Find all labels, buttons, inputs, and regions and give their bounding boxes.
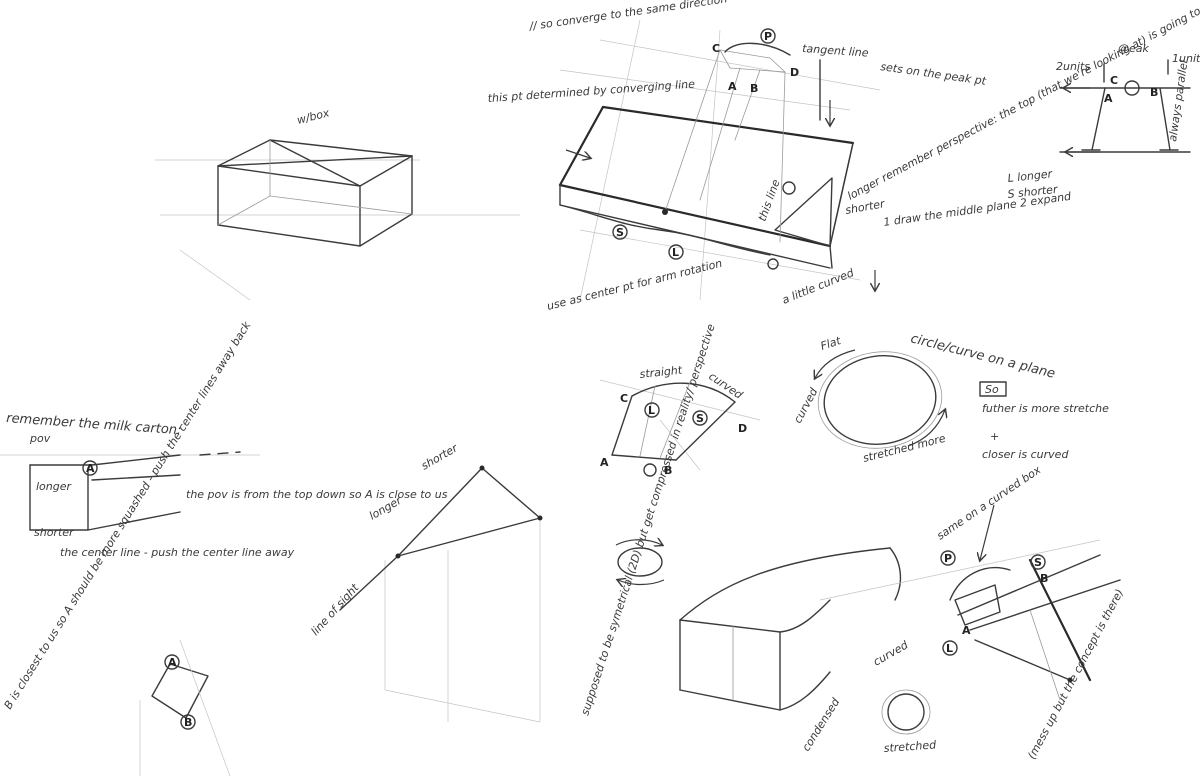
- note-steps: 1 draw the middle plane 2 expand: [883, 190, 1073, 229]
- note-center-line: the center line - push the center line a…: [60, 546, 295, 559]
- note-converge: // so converge to the same direction: [528, 0, 729, 33]
- box-mark-b: B: [1040, 572, 1048, 585]
- mark-s: S: [616, 226, 624, 239]
- label-flat: Flat: [819, 334, 843, 353]
- note-further: futher is more stretche: [982, 402, 1109, 415]
- label-straight: straight: [639, 364, 683, 381]
- note-symmetrical: supposed to be symetrical (2D) but get c…: [578, 322, 717, 717]
- sketch-symmetric: supposed to be symetrical (2D) but get c…: [578, 322, 717, 717]
- sketch-units: 2units 1unit @eak always parallel C A B: [1056, 42, 1200, 152]
- label-shorter-los: shorter: [419, 441, 461, 473]
- label-longer-carton: longer: [36, 480, 73, 493]
- box-mark-a: A: [962, 624, 971, 637]
- label-two-units: 2units: [1056, 60, 1090, 73]
- unit-mark-c: C: [1110, 74, 1118, 87]
- label-curved-segment: curved: [706, 370, 745, 402]
- box-mark-p: P: [944, 552, 952, 565]
- label-pov: pov: [29, 432, 51, 445]
- label-peak: @eak: [1118, 42, 1150, 55]
- label-condensed: condensed: [800, 695, 843, 754]
- note-a-little-curved: a little curved: [780, 266, 856, 307]
- sketch-curved-box: P S B A L same on a curved box curved co…: [679, 463, 1126, 762]
- label-curved-side: curved: [791, 385, 821, 425]
- note-pov-top-down: the pov is from the top down so A is clo…: [186, 488, 448, 501]
- note-b-closest: B is closest to us so A should be more s…: [2, 319, 254, 712]
- mark-d: D: [790, 66, 799, 79]
- seg-mark-l: L: [648, 404, 655, 417]
- note-closer: closer is curved: [982, 448, 1069, 461]
- legend-longer: L longer: [1007, 167, 1054, 185]
- seg-mark-d: D: [738, 422, 747, 435]
- carton-mark-a: A: [86, 462, 95, 475]
- mark-a: A: [728, 80, 737, 93]
- label-tangent-line: tangent line: [802, 42, 869, 60]
- sketch-line-of-sight: shorter longer line of sight: [309, 441, 543, 723]
- sketch-main-box: // so converge to the same direction thi…: [487, 0, 1200, 313]
- sketch-circle-plane: Flat circle/curve on a plane curved stre…: [791, 331, 1109, 465]
- mark-p: P: [764, 30, 772, 43]
- label-stretched: stretched: [883, 738, 937, 755]
- legend-shorter: S shorter: [1007, 183, 1060, 201]
- seg-mark-s: S: [696, 412, 704, 425]
- label-shorter-carton: shorter: [34, 526, 75, 539]
- closest-mark-b: B: [184, 716, 192, 729]
- label-curved-box: curved: [871, 638, 911, 669]
- label-w-box: w/box: [296, 106, 332, 127]
- note-sets-on-peak: sets on the peak pt: [880, 60, 988, 88]
- mark-b: B: [750, 82, 758, 95]
- label-this-line: this line: [756, 178, 783, 223]
- note-plus: +: [990, 430, 999, 443]
- note-same-on-box: same on a curved box: [934, 463, 1043, 543]
- mark-c: C: [712, 42, 720, 55]
- seg-mark-c: C: [620, 392, 628, 405]
- seg-mark-a: A: [600, 456, 609, 469]
- note-mess-up: (mess up but the concept is there): [1025, 587, 1126, 762]
- seg-mark-b: B: [664, 464, 672, 477]
- box-mark-s: S: [1034, 556, 1042, 569]
- unit-mark-a: A: [1104, 92, 1113, 105]
- label-stretched-more: stretched more: [862, 432, 948, 465]
- box-mark-l: L: [946, 642, 953, 655]
- label-one-unit: 1unit: [1172, 52, 1200, 65]
- center-point: [662, 209, 668, 215]
- label-line-of-sight: line of sight: [309, 581, 362, 638]
- closest-mark-a: A: [168, 656, 177, 669]
- note-determined: this pt determined by converging line: [487, 78, 695, 105]
- note-center-point: use as center pt for arm rotation: [546, 257, 724, 313]
- sketch-box: w/box: [155, 106, 520, 301]
- label-always-parallel: always parallel: [1166, 59, 1190, 142]
- title-circle-on-plane: circle/curve on a plane: [909, 331, 1057, 381]
- label-so: So: [985, 383, 999, 396]
- unit-mark-b: B: [1150, 86, 1158, 99]
- mark-l: L: [672, 246, 679, 259]
- sketch-milk-carton: A remember the milk carton: pov longer s…: [0, 411, 448, 559]
